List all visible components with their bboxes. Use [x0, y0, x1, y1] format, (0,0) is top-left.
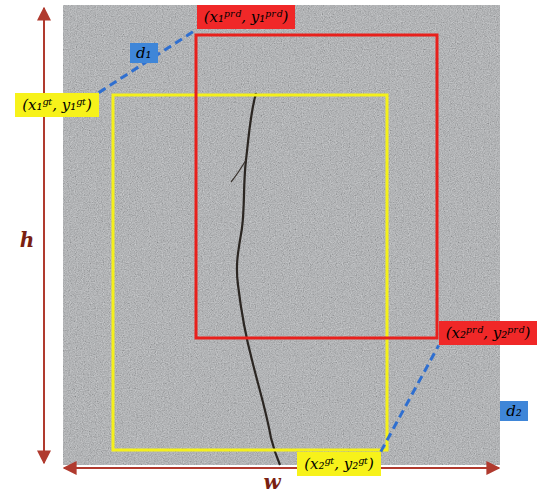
crack-branch: [231, 160, 246, 182]
height-arrow: [43, 8, 45, 463]
crack: [237, 93, 280, 465]
ground-truth-corner-label: (x₁ᵍᵗ, y₁ᵍᵗ): [15, 93, 99, 118]
width-arrow: [64, 467, 499, 469]
ground-truth-box: [113, 95, 387, 450]
coordinate-text: (x₁ᵍᵗ, y₁ᵍᵗ): [22, 96, 92, 115]
width-label: w: [263, 471, 280, 493]
ground-truth-corner-label: (x₂ᵍᵗ, y₂ᵍᵗ): [297, 452, 381, 477]
predicted-box: [196, 35, 437, 338]
distance-label: d₂: [500, 401, 528, 422]
coordinate-text: (x₁ᵖʳᵈ, y₁ᵖʳᵈ): [204, 8, 289, 27]
predicted-corner-label: (x₂ᵖʳᵈ, y₂ᵖʳᵈ): [439, 321, 538, 346]
coordinate-text: (x₂ᵍᵗ, y₂ᵍᵗ): [304, 455, 374, 474]
distance-line: [381, 345, 439, 451]
distance-line: [99, 29, 197, 92]
concrete-texture: [63, 5, 500, 465]
coordinate-text: (x₂ᵖʳᵈ, y₂ᵖʳᵈ): [446, 324, 531, 343]
predicted-corner-label: (x₁ᵖʳᵈ, y₁ᵖʳᵈ): [197, 5, 296, 30]
distance-label: d₁: [130, 43, 158, 64]
height-label: h: [20, 229, 35, 251]
concrete-surface: [63, 5, 500, 465]
